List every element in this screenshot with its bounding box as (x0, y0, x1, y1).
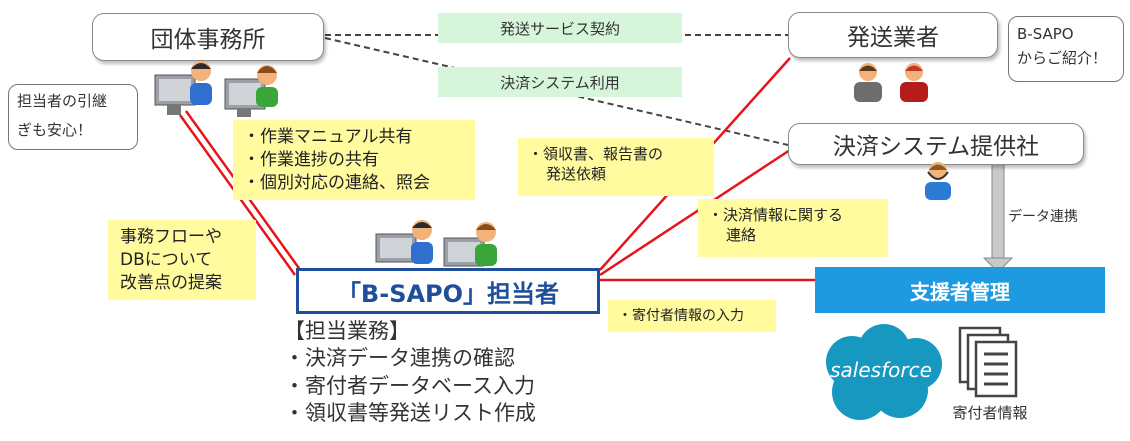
duties-heading: 【担当業務】 (284, 319, 410, 343)
bsapo-staff-label: 「B-SAPO」担当者 (336, 279, 560, 308)
sharing-item-3: ・個別対応の連絡、照会 (243, 172, 430, 193)
sharing-item-2: ・作業進捗の共有 (243, 149, 379, 170)
org-staff-icon (154, 61, 278, 117)
sharing-item-1: ・作業マニュアル共有 (243, 127, 413, 147)
donor-docs-label: 寄付者情報 (952, 404, 1028, 422)
duty-item-3: ・領収書等発送リスト作成 (284, 400, 536, 425)
vendor-staff-icon (854, 63, 928, 102)
shipping-vendor-label: 発送業者 (847, 25, 939, 51)
payment-info-line-1: ・決済情報に関する (708, 206, 844, 224)
handover-callout: 担当者の引継 ぎも安心！ (8, 84, 138, 150)
payment-provider-label: 決済システム提供社 (832, 134, 1040, 160)
data-link-label: データ連携 (1008, 209, 1078, 225)
payment-use-label: 決済システム利用 (500, 73, 620, 92)
donor-input-note: ・寄付者情報の入力 (608, 300, 776, 332)
intro-line-2: からご紹介！ (1017, 49, 1108, 67)
data-link-arrow (982, 161, 1014, 273)
improvement-line-1: 事務フローや (120, 227, 222, 247)
shipping-contract-label: 発送サービス契約 (499, 19, 620, 38)
bsapo-to-provider-red-line (599, 148, 791, 277)
shipping-contract-label-box: 発送サービス契約 (438, 13, 682, 43)
bsapo-staff-icon (375, 220, 497, 267)
handover-line-2: ぎも安心！ (17, 120, 93, 139)
salesforce-cloud-icon (826, 324, 942, 420)
payment-use-label-box: 決済システム利用 (438, 67, 682, 97)
receipt-line-2: 発送依頼 (546, 165, 607, 184)
bsapo-staff-box: 「B-SAPO」担当者 (296, 268, 600, 314)
operator-icon (925, 162, 951, 200)
shipping-vendor-box: 発送業者 (788, 12, 998, 58)
salesforce-logo-text: salesforce (830, 358, 932, 382)
payment-info-note: ・決済情報に関する 連絡 (698, 199, 888, 257)
improvement-note: 事務フローや DBについて 改善点の提案 (108, 220, 256, 300)
salesforce-logo: salesforce (812, 320, 950, 430)
documents-icon (958, 326, 1018, 398)
intro-line-1: B-SAPO (1017, 25, 1074, 43)
duty-item-2: ・寄付者データベース入力 (284, 373, 535, 398)
donor-input-label: ・寄付者情報の入力 (618, 307, 744, 324)
sharing-note: ・作業マニュアル共有 ・作業進捗の共有 ・個別対応の連絡、照会 (233, 120, 475, 200)
supporter-mgmt-box: 支援者管理 (815, 267, 1105, 313)
improvement-line-3: 改善点の提案 (120, 272, 222, 293)
organization-box: 団体事務所 (92, 13, 324, 61)
handover-line-1: 担当者の引継 (17, 92, 108, 110)
organization-label: 団体事務所 (150, 27, 266, 53)
duty-item-1: ・決済データ連携の確認 (284, 346, 515, 371)
payment-info-line-2: 連絡 (726, 226, 757, 245)
payment-provider-box: 決済システム提供社 (788, 123, 1084, 165)
receipt-line-1: ・領収書、報告書の (528, 145, 664, 163)
duties-list: 【担当業務】 ・決済データ連携の確認 ・寄付者データベース入力 ・領収書等発送リ… (284, 318, 614, 427)
intro-callout: B-SAPO からご紹介！ (1008, 16, 1124, 82)
improvement-line-2: DBについて (120, 249, 213, 270)
receipt-note: ・領収書、報告書の 発送依頼 (518, 138, 714, 196)
supporter-mgmt-label: 支援者管理 (910, 279, 1010, 304)
